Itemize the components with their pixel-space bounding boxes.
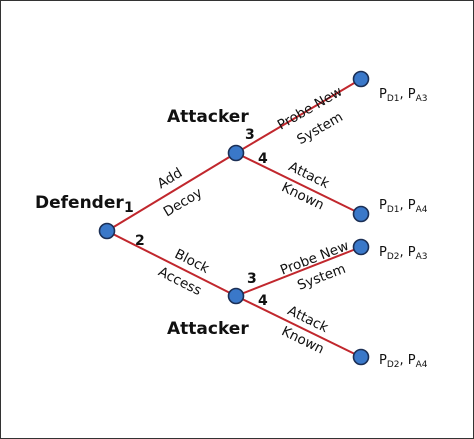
node-attacker-top	[227, 144, 245, 162]
edge-probe-bottom	[235, 246, 362, 297]
payoff-4: PD2, PA4	[379, 353, 428, 370]
node-defender	[98, 222, 116, 240]
edge-block-access	[106, 230, 237, 297]
payoff-3: PD2, PA3	[379, 245, 428, 262]
move-number-4-top: 4	[258, 151, 268, 167]
action-add-line2: Decoy	[161, 185, 206, 221]
edge-attack-top	[235, 152, 362, 215]
action-add-line1: Add	[155, 165, 186, 192]
payoff-1: PD1, PA3	[379, 87, 428, 104]
player-label-attacker-bottom: Attacker	[167, 319, 249, 339]
move-number-4-bottom: 4	[258, 293, 268, 309]
player-label-attacker-top: Attacker	[167, 107, 249, 127]
edge-probe-top	[235, 78, 362, 154]
payoff-2: PD1, PA4	[379, 198, 428, 215]
player-label-defender: Defender	[35, 193, 124, 213]
move-number-2: 2	[135, 233, 145, 249]
node-leaf-2	[352, 205, 370, 223]
node-leaf-1	[352, 70, 370, 88]
move-number-3-bottom: 3	[247, 271, 257, 287]
node-leaf-3	[352, 238, 370, 256]
node-attacker-bottom	[227, 287, 245, 305]
edge-add-decoy	[106, 152, 237, 232]
node-leaf-4	[352, 348, 370, 366]
move-number-3-top: 3	[245, 127, 255, 143]
move-number-1: 1	[124, 200, 134, 216]
edge-attack-bottom	[235, 295, 362, 358]
